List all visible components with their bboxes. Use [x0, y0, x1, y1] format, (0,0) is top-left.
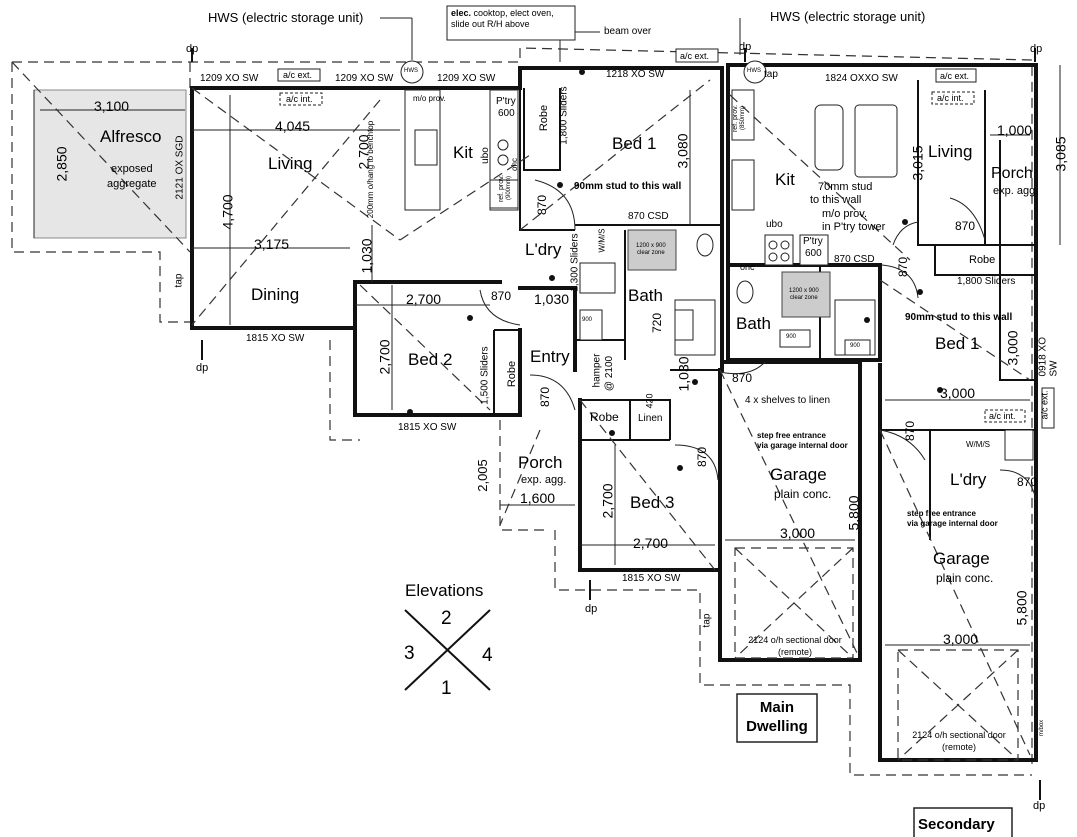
clear-zone-main: [627, 229, 677, 271]
elevation-symbol: [404, 609, 491, 691]
elec-note-box: [446, 5, 576, 41]
door-swings: [479, 179, 1037, 501]
trough-sec: [1004, 429, 1034, 461]
alfresco-area: [33, 89, 187, 239]
trough-main: [579, 262, 616, 294]
clear-zone-sec: [781, 271, 831, 318]
hws-icon-left: [400, 60, 424, 84]
roof-outline: [11, 47, 1033, 776]
diagonals: [11, 61, 1031, 756]
secondary-walls: [726, 63, 1038, 762]
hws-icon-right: [743, 60, 767, 84]
dimension-lines: [40, 65, 1061, 646]
